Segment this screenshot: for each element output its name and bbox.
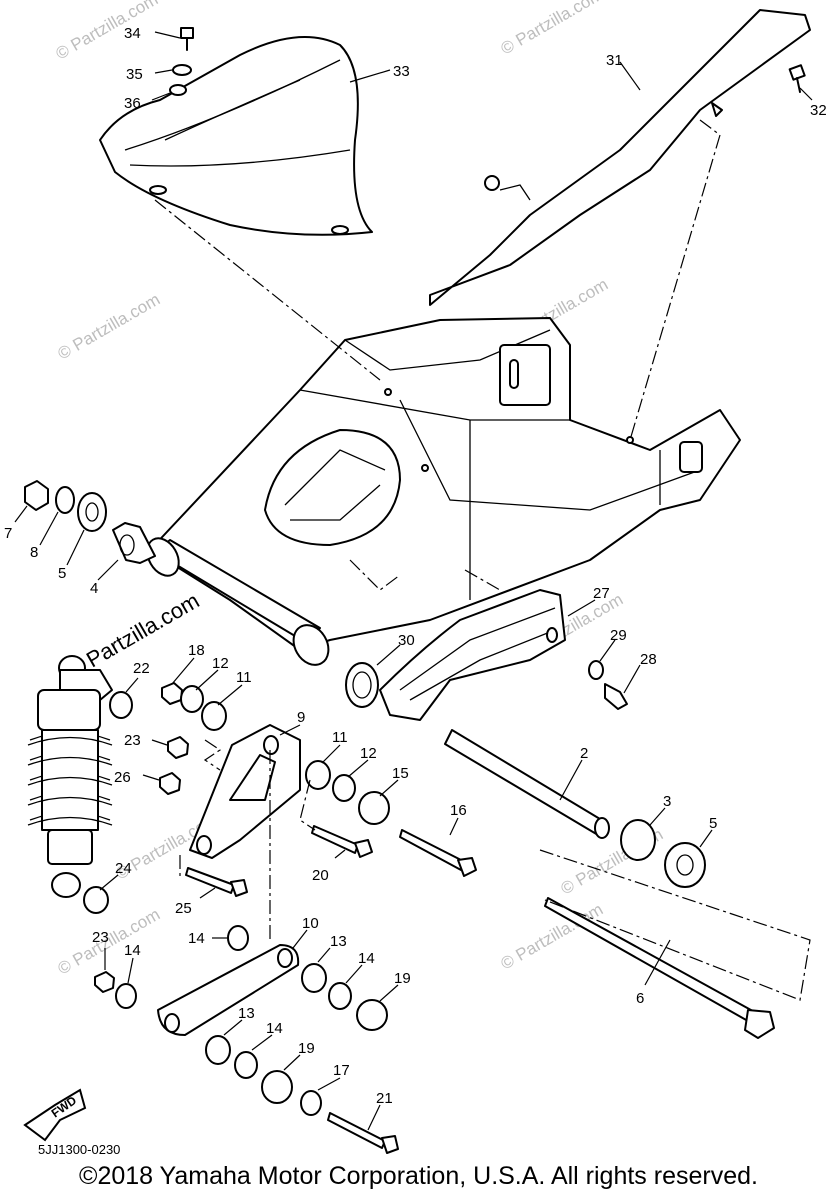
- callout-13-b: 13: [238, 1005, 255, 1022]
- bushing-parts: [83, 682, 706, 1116]
- callout-31: 31: [606, 52, 623, 69]
- callout-34: 34: [124, 25, 141, 42]
- relay-arm-part: [189, 724, 301, 859]
- callout-7: 7: [4, 525, 12, 542]
- callout-20: 20: [312, 867, 329, 884]
- fender-bolt-parts: [169, 27, 194, 96]
- swingarm-part: [149, 317, 741, 651]
- callout-14-b: 14: [124, 942, 141, 959]
- callout-3: 3: [663, 793, 671, 810]
- callout-14-d: 14: [266, 1020, 283, 1037]
- chain-guard-part: [429, 9, 811, 306]
- callout-9: 9: [297, 709, 305, 726]
- callout-4: 4: [90, 580, 98, 597]
- bolt-parts: [185, 729, 775, 1154]
- callout-21: 21: [376, 1090, 393, 1107]
- watermark: © Partzilla.com: [55, 905, 164, 979]
- copyright-notice: ©2018 Yamaha Motor Corporation, U.S.A. A…: [79, 1162, 758, 1190]
- callout-11-upper: 11: [236, 669, 252, 686]
- callout-11-right: 11: [332, 729, 348, 746]
- callout-25: 25: [175, 900, 192, 917]
- callout-35: 35: [126, 66, 143, 83]
- shock-absorber-part: [27, 655, 113, 898]
- callout-8: 8: [30, 544, 38, 561]
- slider-bolt-parts: [588, 660, 628, 710]
- reference-lines: [154, 119, 811, 1001]
- watermark: © Partzilla.com: [498, 0, 607, 58]
- callout-5-left: 5: [58, 565, 66, 582]
- callout-17: 17: [333, 1062, 350, 1079]
- callout-2: 2: [580, 745, 588, 762]
- callout-15: 15: [392, 765, 409, 782]
- watermark: © Partzilla.com: [53, 0, 162, 63]
- callout-10: 10: [302, 915, 319, 932]
- rear-fender-part: [99, 36, 373, 236]
- callout-5-right: 5: [709, 815, 717, 832]
- diagram-code: 5JJ1300-0230: [38, 1142, 121, 1157]
- callout-13-a: 13: [330, 933, 347, 950]
- callout-12-right: 12: [360, 745, 377, 762]
- collar-part: [345, 662, 379, 708]
- connecting-rod-part: [157, 944, 300, 1036]
- callout-36: 36: [124, 95, 141, 112]
- callout-23-upper: 23: [124, 732, 141, 749]
- callout-27: 27: [593, 585, 610, 602]
- callout-16: 16: [450, 802, 467, 819]
- callout-6: 6: [636, 990, 644, 1007]
- callout-14-a: 14: [188, 930, 205, 947]
- callout-24: 24: [115, 860, 132, 877]
- callout-14-c: 14: [358, 950, 375, 967]
- callout-33: 33: [393, 63, 410, 80]
- callout-28: 28: [640, 651, 657, 668]
- pivot-tube-part: [146, 537, 330, 666]
- callout-23-lower: 23: [92, 929, 109, 946]
- callout-12-upper: 12: [212, 655, 229, 672]
- callout-30: 30: [398, 632, 415, 649]
- callout-29: 29: [610, 627, 627, 644]
- leader-lines: [14, 31, 813, 1131]
- pivot-hardware-left: [24, 480, 156, 564]
- callout-26: 26: [114, 769, 131, 786]
- fwd-arrow-icon: FWD: [23, 1088, 87, 1142]
- callout-19-a: 19: [394, 970, 411, 987]
- callout-32: 32: [810, 102, 827, 119]
- callout-19-b: 19: [298, 1040, 315, 1057]
- chain-slider-part: [379, 589, 566, 721]
- callout-22: 22: [133, 660, 150, 677]
- callout-18: 18: [188, 642, 205, 659]
- chain-guard-bolt: [788, 64, 806, 93]
- callouts: 34 35 36 33 31 32 7 8 5 4 27 29 28 30 22…: [4, 25, 827, 1107]
- watermark: © Partzilla.com: [55, 290, 164, 364]
